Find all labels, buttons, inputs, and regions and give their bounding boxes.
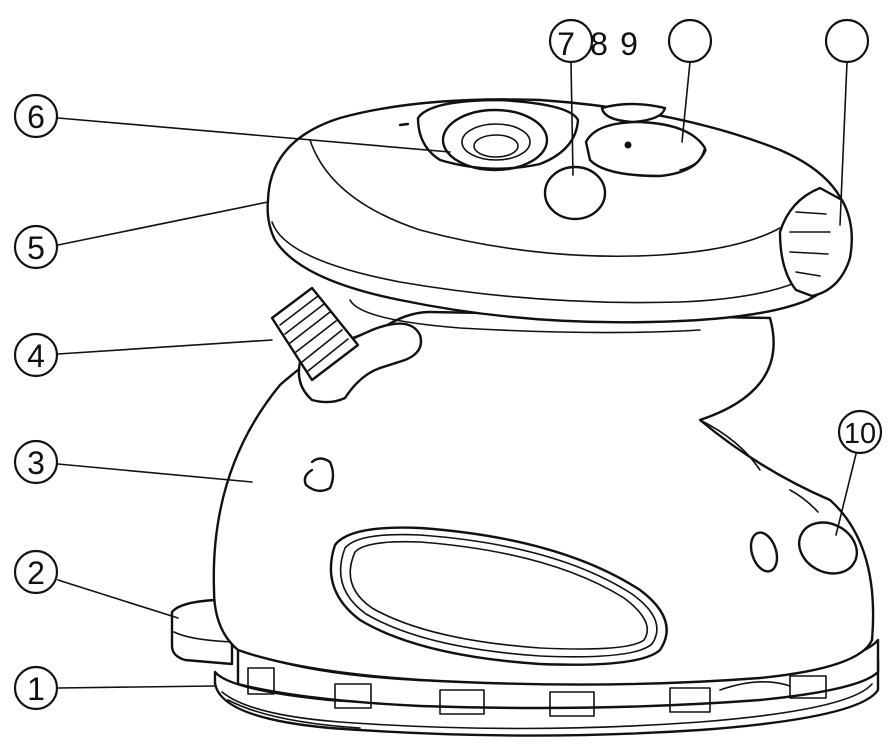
callout-6: 6 <box>13 93 59 139</box>
callout-4: 4 <box>13 332 59 378</box>
callout-1: 1 <box>13 665 59 711</box>
callout-6-label: 6 <box>27 99 45 135</box>
callout-7: 7 <box>548 18 594 64</box>
callout-4-label: 4 <box>27 338 45 374</box>
callout-3-label: 3 <box>27 445 45 481</box>
main-body <box>212 310 875 686</box>
water-nozzle <box>270 286 423 404</box>
callout-9-label: 9 <box>620 26 638 62</box>
callout-3: 3 <box>13 439 59 485</box>
callout-9: 9 <box>620 26 638 62</box>
callout-8-label: 8 <box>590 26 608 62</box>
callout-2: 2 <box>13 549 59 595</box>
callout-7-label: 7 <box>557 26 575 62</box>
callout-unlabeled-top-middle <box>667 18 713 64</box>
callout-10-label: 10 <box>844 418 876 450</box>
callout-8: 8 <box>590 26 608 62</box>
top-controls <box>416 98 707 221</box>
callout-5-label: 5 <box>27 230 45 266</box>
callout-unlabeled-top-right <box>824 18 870 64</box>
callout-5: 5 <box>13 224 59 270</box>
callout-2-label: 2 <box>27 555 45 591</box>
leader-lines <box>57 61 857 689</box>
callout-10: 10 <box>837 409 883 455</box>
callout-1-label: 1 <box>27 671 45 707</box>
